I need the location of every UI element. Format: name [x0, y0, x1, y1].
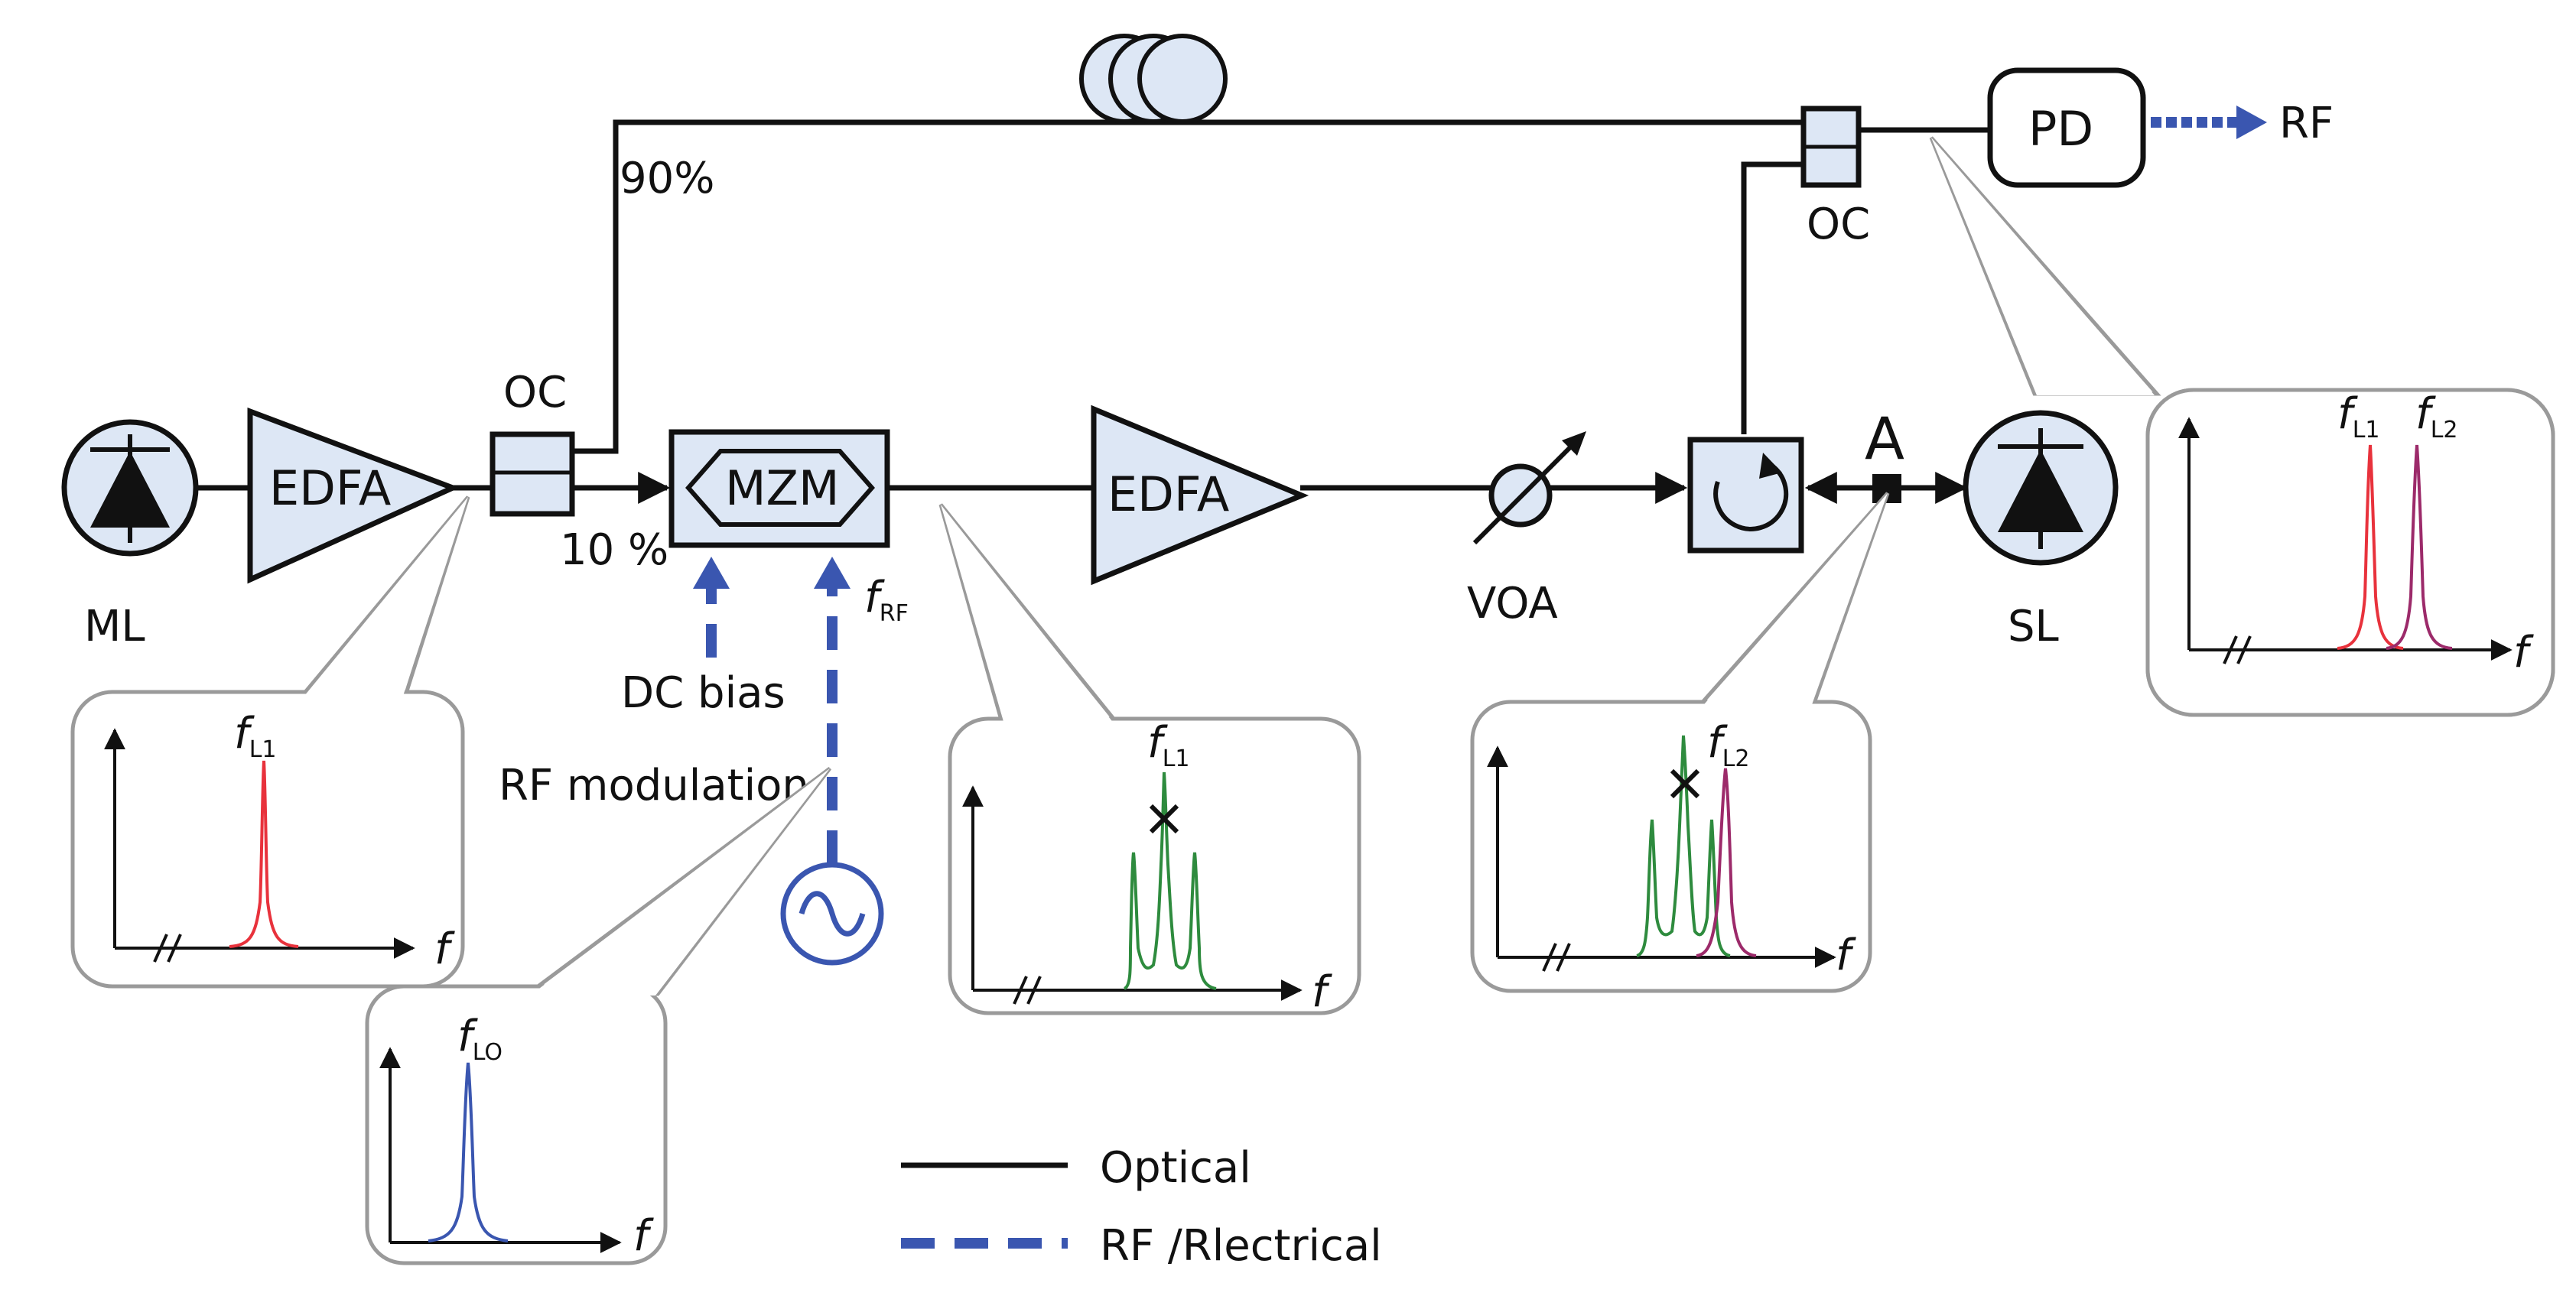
mzm-label: MZM	[725, 460, 839, 516]
rf-output-label: RF	[2279, 99, 2334, 148]
l1-peak	[229, 760, 299, 948]
f-rf-label: fRF	[864, 573, 909, 627]
inset-pd-plot	[2178, 417, 2513, 664]
circulator-to-oc-fiber	[1741, 161, 1804, 434]
rf-modulation-arrowhead	[814, 557, 851, 589]
upper-90-branch	[572, 119, 1804, 454]
split-90-label: 90%	[620, 154, 714, 203]
inset-ml-spectrum	[70, 495, 470, 989]
inset-pd-freq2-label: fL2	[2415, 389, 2458, 443]
sl-label: SL	[2008, 602, 2059, 651]
pd-l1-peak	[2337, 444, 2404, 650]
sl-laser-icon	[1963, 410, 2119, 566]
a-l2-peak	[1696, 768, 1757, 957]
voa-attenuator-icon	[1472, 431, 1586, 545]
oc-1-coupler	[490, 431, 575, 517]
edfa-2-label: EDFA	[1107, 466, 1229, 522]
inset-a-spectrum	[1470, 492, 1890, 993]
inset-lo-freq-label: fLO	[457, 1012, 503, 1066]
point-a-label: A	[1865, 404, 1904, 473]
pd-label: PD	[2028, 101, 2093, 157]
modulated-peaks	[1123, 771, 1217, 990]
oc-2-coupler	[1800, 106, 1862, 188]
inset-pd-frame	[2145, 388, 2555, 717]
inset-mzm-spectrum	[938, 503, 1361, 1015]
ml-laser-icon	[61, 419, 199, 557]
oc-1-label: OC	[503, 368, 567, 417]
edfa-1-label: EDFA	[269, 460, 391, 516]
legend	[901, 1162, 1068, 1249]
circulator-icon	[1687, 437, 1804, 554]
dc-bias-label: DC bias	[621, 668, 785, 718]
voa-label: VOA	[1467, 579, 1558, 629]
legend-optical-label: Optical	[1100, 1143, 1251, 1193]
a-green-peaks	[1636, 735, 1731, 957]
ml-label: ML	[84, 602, 145, 651]
inset-lo-spectrum	[365, 766, 831, 1265]
pd-detector	[1987, 67, 2146, 188]
fiber-spool-icon	[1079, 34, 1228, 124]
lo-peak	[428, 1062, 509, 1242]
mzm-modulator	[668, 429, 890, 548]
edfa-1	[247, 407, 460, 584]
pd-l2-peak	[2386, 444, 2453, 650]
rf-modulation-label: RF modulation	[499, 761, 809, 810]
legend-rf-label: RF /Rlectrical	[1100, 1221, 1382, 1271]
dc-bias-arrowhead	[693, 557, 730, 589]
rf-source-icon	[780, 862, 884, 966]
edfa-2	[1091, 404, 1309, 586]
oc-2-label: OC	[1807, 200, 1870, 249]
optical-paths	[197, 119, 1990, 504]
split-10-label: 10 %	[560, 525, 668, 575]
rf-output-arrowhead	[2236, 106, 2267, 139]
